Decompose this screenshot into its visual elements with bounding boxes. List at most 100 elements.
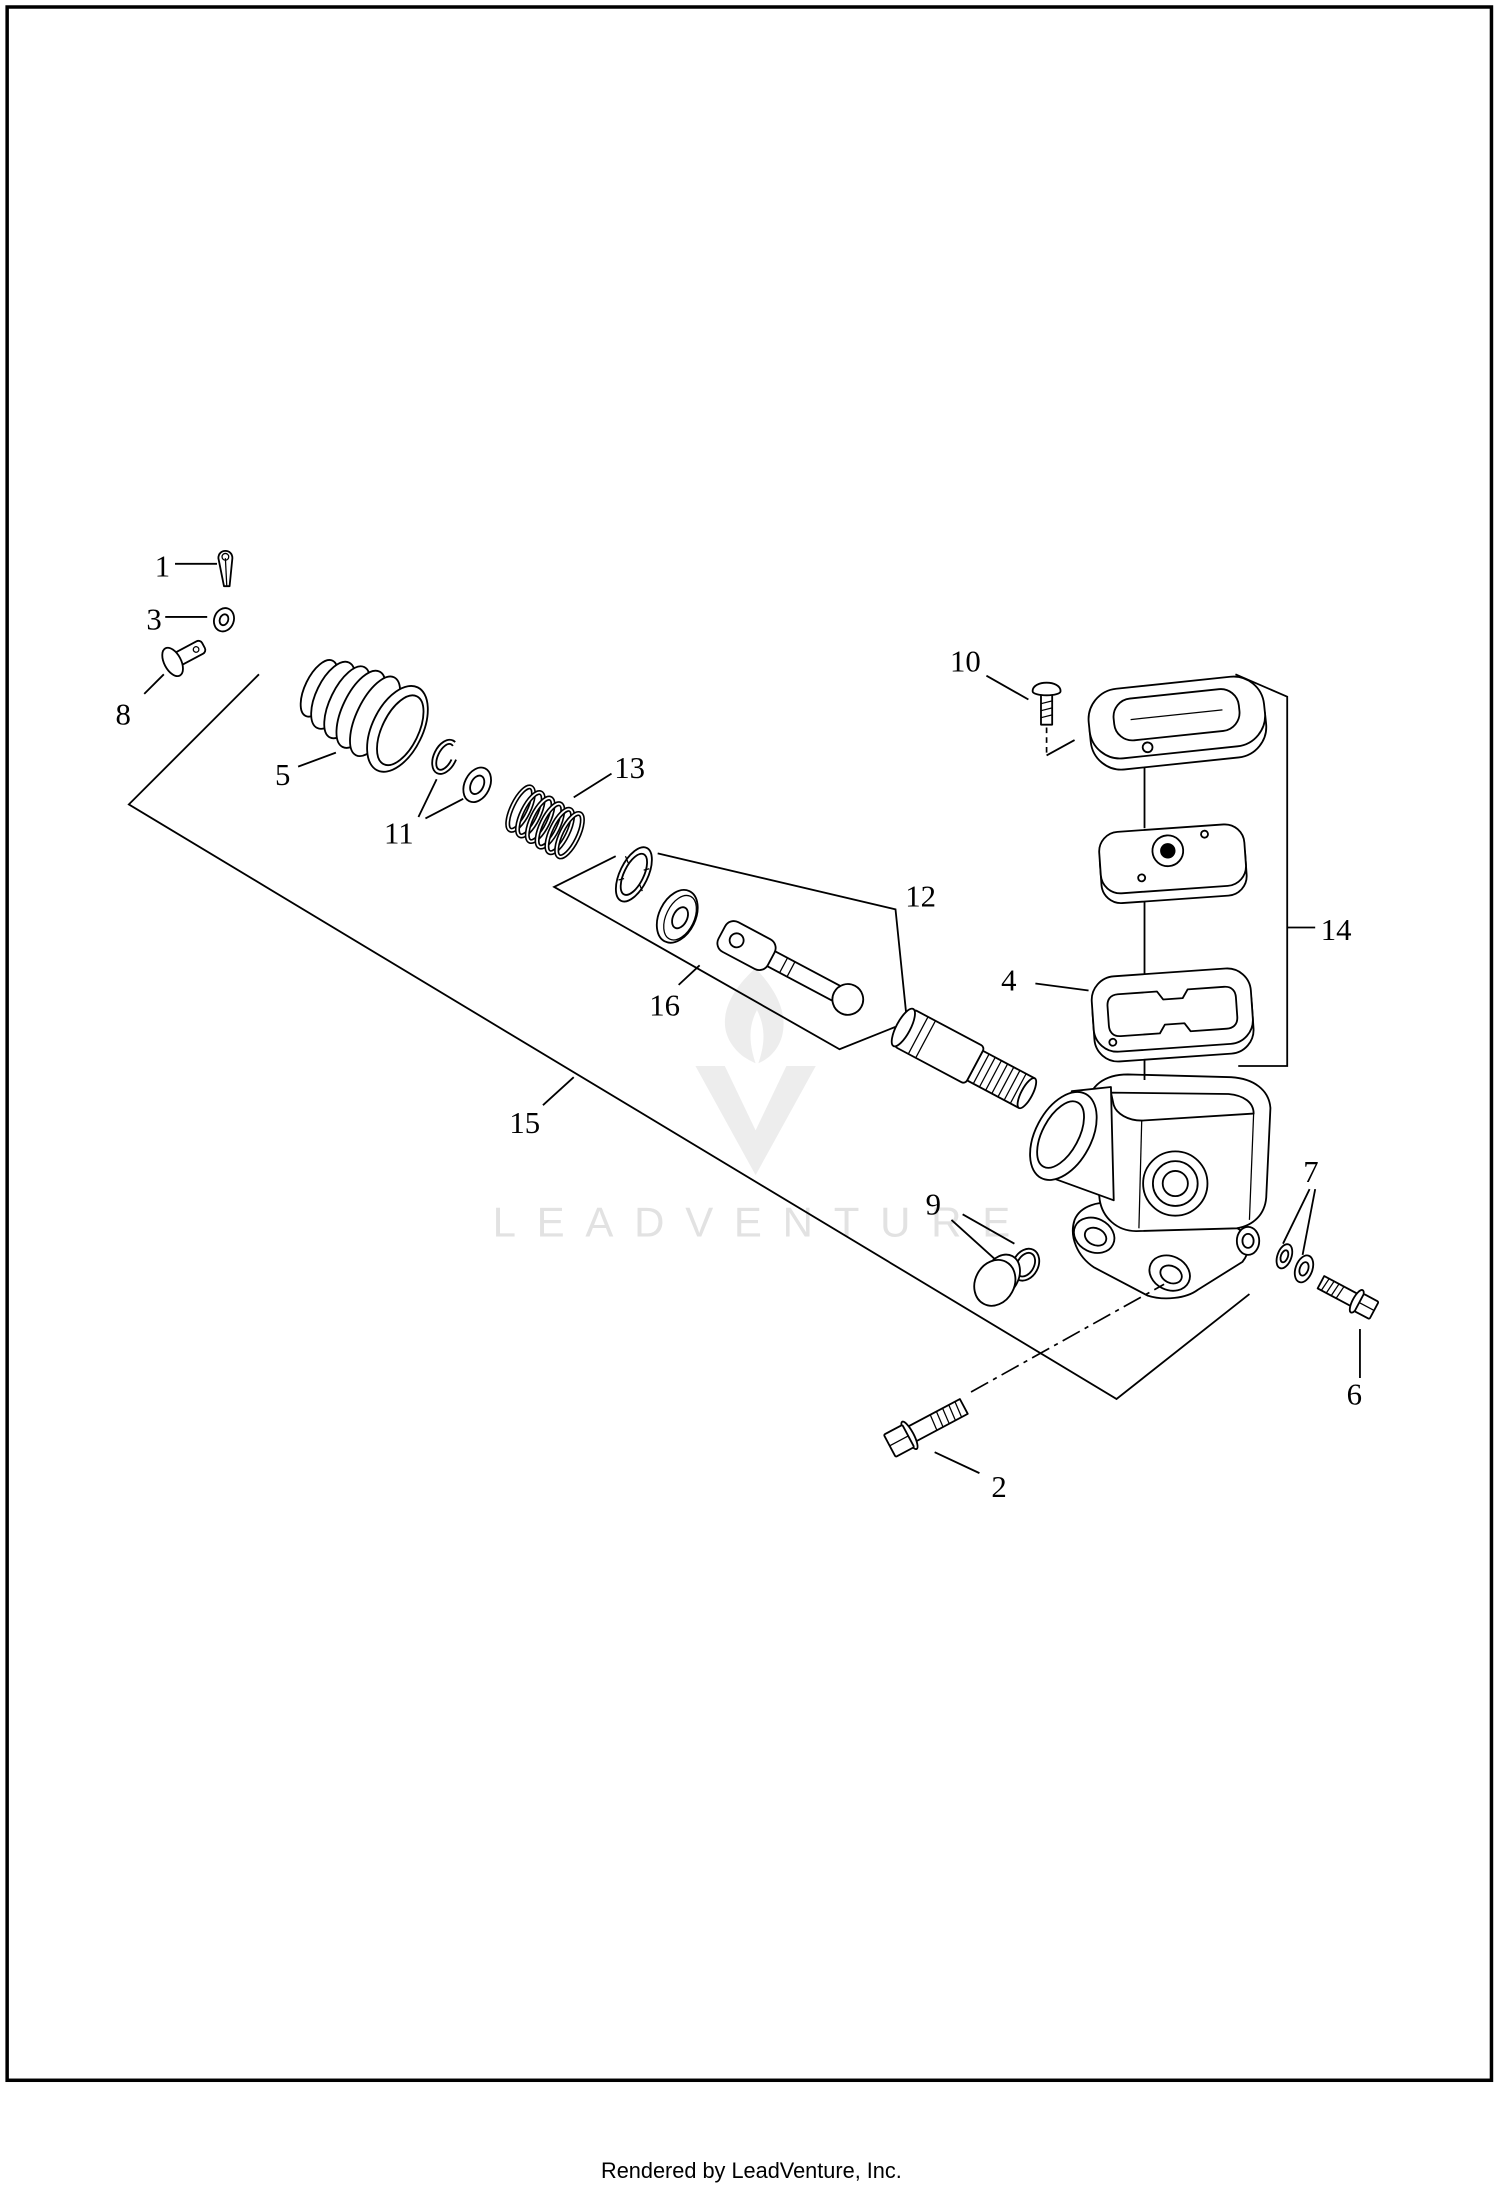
- washer-11-hole: [469, 774, 486, 795]
- leader-11b: [425, 798, 464, 820]
- callout-13: 13: [614, 751, 645, 785]
- leader-13: [573, 772, 612, 799]
- piston-seal-line: [907, 1016, 929, 1055]
- pushrod-clevis-hole: [728, 932, 745, 949]
- callout-4: 4: [1001, 963, 1016, 997]
- leader-2: [934, 1451, 980, 1474]
- callout-16: 16: [649, 989, 680, 1023]
- callout-5: 5: [275, 758, 290, 792]
- body-bore-opening: [1036, 1100, 1085, 1169]
- e-clip-outer: [431, 738, 459, 775]
- bolt-6-thread: [1325, 1280, 1335, 1294]
- washer-hole: [218, 613, 230, 627]
- body-side-port-hole: [1161, 1170, 1189, 1198]
- plug-face: [973, 1259, 1017, 1307]
- mounting-hole-upper: [1083, 1226, 1108, 1247]
- washer-7b-hole: [1298, 1261, 1310, 1277]
- leader-lines: [143, 562, 1361, 1474]
- leader-5: [297, 751, 337, 768]
- diaphragm-dot: [1137, 873, 1147, 883]
- piston-groove: [991, 1063, 1009, 1094]
- boot-opening: [376, 694, 425, 767]
- callout-12: 12: [905, 880, 936, 914]
- part-14-reservoir-cover: [1087, 675, 1268, 771]
- part-13-spring: [505, 784, 585, 860]
- piston-groove: [972, 1053, 990, 1084]
- bolt-2-thread: [948, 1404, 956, 1421]
- gasket-cutout: [1106, 985, 1239, 1038]
- part-9-plug-and-o-ring: [973, 1247, 1041, 1307]
- clevis-pin-hole: [192, 646, 200, 653]
- part-10-screw: [1031, 681, 1076, 757]
- leader-10: [985, 674, 1029, 701]
- spring-coil: [506, 786, 535, 832]
- bolt-2-head-edge: [889, 1435, 909, 1447]
- spring-coil: [536, 802, 564, 848]
- callout-2: 2: [991, 1470, 1006, 1504]
- part-16-washer: [655, 889, 699, 944]
- leader-11a: [417, 778, 438, 818]
- bolt-2-thread: [954, 1401, 963, 1418]
- screw-alignment-link: [1046, 739, 1076, 757]
- screw-thread: [1040, 707, 1053, 712]
- bracket-15: [127, 673, 1250, 1401]
- pushrod-shaft: [764, 950, 842, 1002]
- clevis-pin-head: [161, 646, 184, 678]
- part-3-washer: [213, 607, 235, 633]
- part-4-gasket: [1090, 967, 1255, 1063]
- part-12-piston-assembly: [890, 1007, 1038, 1110]
- piston-groove: [978, 1057, 996, 1088]
- cotter-pin-eye: [221, 552, 230, 561]
- callout-1: 1: [155, 549, 170, 583]
- washer-7a-hole: [1279, 1249, 1290, 1264]
- spring-coil: [555, 812, 584, 858]
- part-16-pushrod: [716, 920, 865, 1016]
- bolt-6-thread: [1320, 1278, 1330, 1291]
- leader-8: [143, 673, 165, 695]
- callout-9: 9: [926, 1187, 941, 1221]
- part-8-clevis-pin: [161, 639, 207, 678]
- part-7-washers: [1275, 1243, 1315, 1284]
- bolt-2-thread: [935, 1411, 944, 1428]
- bolt-2-shaft: [907, 1398, 969, 1443]
- bolt-2-alignment-line: [970, 1283, 1165, 1393]
- screw-thread: [1040, 714, 1053, 719]
- diaphragm-dot: [1200, 829, 1209, 839]
- cotter-pin-split: [224, 558, 228, 587]
- part-11-clip-and-washer: [431, 738, 492, 803]
- e-clip-inner: [435, 742, 455, 771]
- watermark-v-icon: [695, 1066, 816, 1176]
- callout-11: 11: [384, 817, 414, 851]
- piston-face: [890, 1007, 916, 1048]
- callout-8: 8: [116, 698, 131, 732]
- bolt-6-thread: [1330, 1283, 1340, 1296]
- callout-14: 14: [1321, 913, 1352, 947]
- retaining-ring-tab: [624, 855, 629, 864]
- bracket-14: [1235, 673, 1289, 1067]
- part-5-boot: [299, 659, 429, 773]
- screw-thread: [1040, 700, 1053, 705]
- retaining-ring-tab: [618, 877, 625, 881]
- bolt-2-thread: [929, 1414, 938, 1431]
- reservoir-right-edge: [1248, 1113, 1255, 1220]
- piston-groove: [1003, 1070, 1021, 1101]
- leader-4: [1035, 982, 1089, 992]
- spring-coil: [526, 797, 554, 843]
- piston-tip: [1016, 1077, 1038, 1110]
- piston-groove: [1009, 1073, 1027, 1104]
- callout-6: 6: [1347, 1378, 1362, 1412]
- part-14-diaphragm: [1098, 823, 1248, 905]
- part-master-cylinder-body: [1029, 1073, 1272, 1300]
- diagram-frame: [5, 5, 1494, 2083]
- leader-9a: [950, 1219, 996, 1260]
- part-6-bolt: [1316, 1275, 1380, 1320]
- spring-coil: [545, 808, 574, 854]
- leader-7a: [1282, 1188, 1311, 1245]
- piston-seal-line: [915, 1020, 936, 1059]
- piston-groove: [997, 1066, 1015, 1098]
- leader-15: [542, 1076, 575, 1106]
- piston-groove: [985, 1060, 1002, 1091]
- screw-head: [1031, 681, 1062, 697]
- gasket-hole: [1108, 1037, 1118, 1047]
